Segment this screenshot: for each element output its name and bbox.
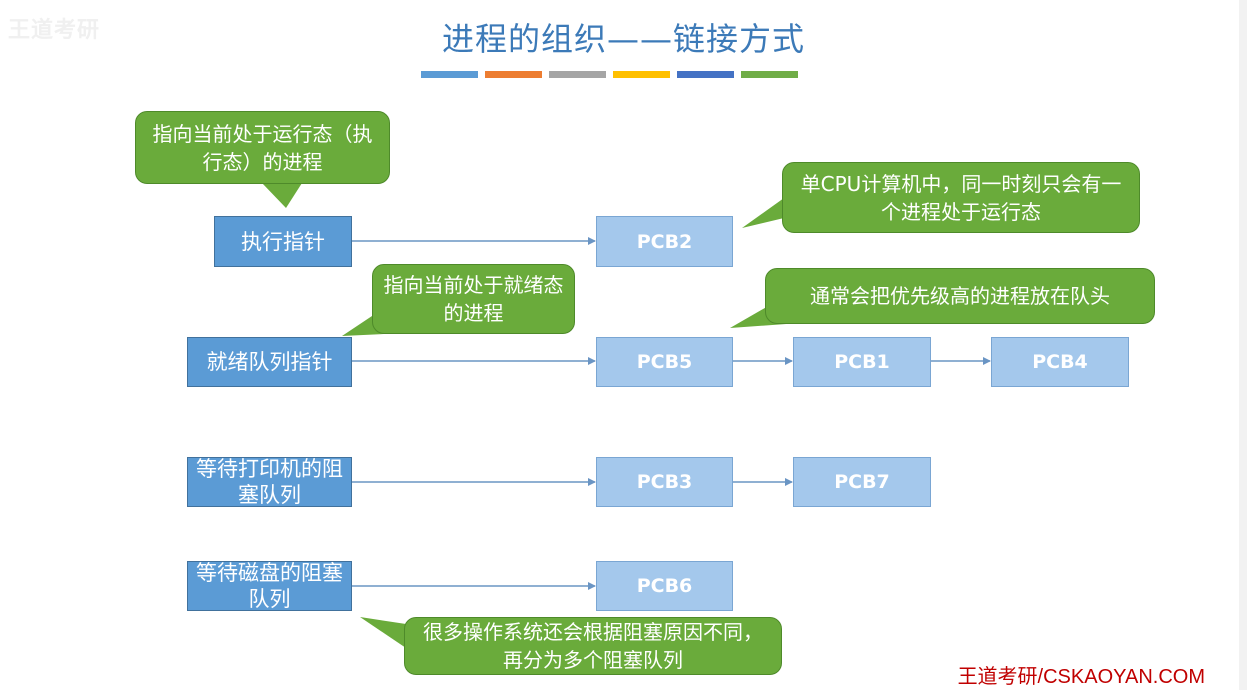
logo-watermark: 王道考研 (8, 18, 101, 43)
title-bar-3 (549, 71, 606, 78)
callout-ready-pointer: 指向当前处于就绪态的进程 (372, 264, 575, 334)
callout-running-pointer: 指向当前处于运行态（执行态）的进程 (135, 111, 390, 184)
pcb2-box: PCB2 (596, 216, 733, 267)
pcb6-box: PCB6 (596, 561, 733, 611)
pcb7-box: PCB7 (793, 457, 931, 507)
pcb3-box: PCB3 (596, 457, 733, 507)
callout-priority-head: 通常会把优先级高的进程放在队头 (765, 268, 1155, 324)
pcb1-box: PCB1 (793, 337, 931, 387)
callout-tail-blocked (360, 617, 406, 648)
title-bar-4 (613, 71, 670, 78)
callout-tail-running (262, 183, 302, 208)
footer-brand: 王道考研/CSKAOYAN.COM (957, 666, 1205, 688)
running-pointer-box: 执行指针 (214, 216, 352, 267)
title-bar-6 (741, 71, 798, 78)
title-bar-5 (677, 71, 734, 78)
title-bar-2 (485, 71, 542, 78)
callout-blocked-queues: 很多操作系统还会根据阻塞原因不同，再分为多个阻塞队列 (404, 617, 782, 675)
slide-title: 进程的组织——链接方式 (441, 20, 805, 58)
slide-edge (1239, 0, 1247, 690)
printer-blocked-queue-box: 等待打印机的阻塞队列 (187, 457, 352, 507)
pcb5-box: PCB5 (596, 337, 733, 387)
disk-blocked-queue-box: 等待磁盘的阻塞队列 (187, 561, 352, 611)
ready-queue-pointer-box: 就绪队列指针 (187, 337, 352, 387)
pcb4-box: PCB4 (991, 337, 1129, 387)
callout-single-cpu: 单CPU计算机中，同一时刻只会有一个进程处于运行态 (782, 162, 1140, 233)
title-bar-1 (421, 71, 478, 78)
callout-tail-single-cpu (742, 198, 784, 228)
